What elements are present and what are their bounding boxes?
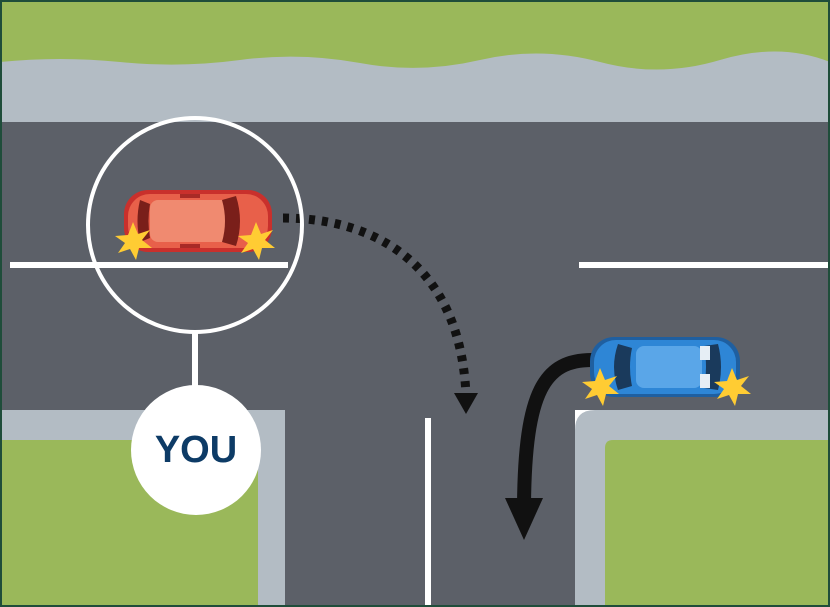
grass-bottom-right [605,440,830,607]
grass-top [0,0,830,70]
centre-line-side-road [425,418,431,607]
blue-car-icon [590,337,740,397]
stop-line-left [10,262,288,268]
you-connector-line [192,332,198,387]
lane-line-right [579,262,830,268]
you-label-circle [131,385,261,515]
